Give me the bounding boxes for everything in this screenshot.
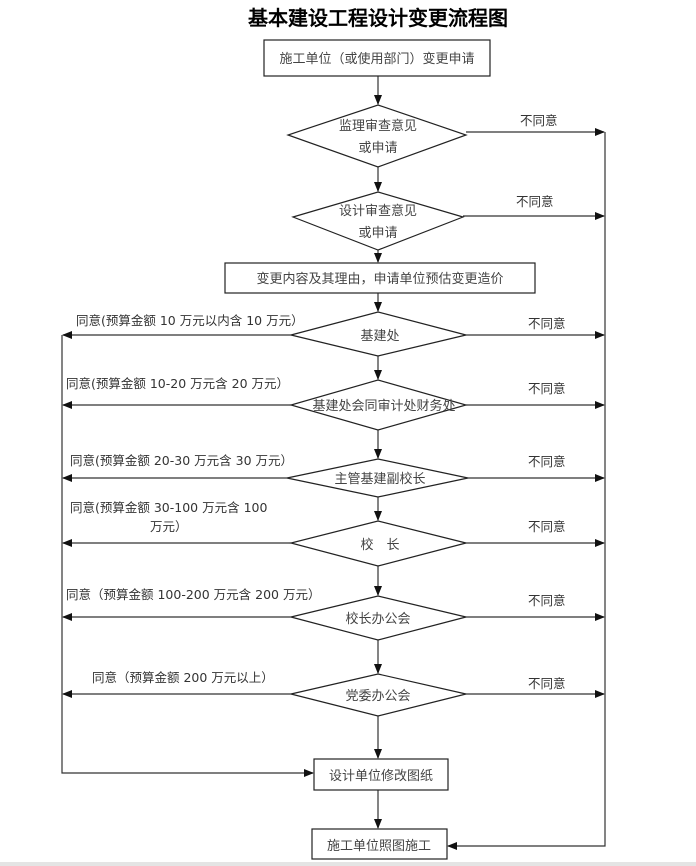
label-disagree-5: 不同意 xyxy=(528,454,566,469)
node-label: 变更内容及其理由，申请单位预估变更造价 xyxy=(256,271,503,287)
decision-diamond xyxy=(291,191,465,251)
node-infrastructure-office[interactable]: 基建处 xyxy=(290,311,467,357)
node-label: 校长办公会 xyxy=(345,611,410,627)
node-change-content[interactable]: 变更内容及其理由，申请单位预估变更造价 xyxy=(224,262,536,294)
node-president[interactable]: 校 长 xyxy=(288,520,467,567)
node-construction[interactable]: 施工单位照图施工 xyxy=(311,828,448,860)
decision-diamond xyxy=(286,104,468,168)
decision-diamond xyxy=(288,379,469,431)
process-box xyxy=(313,758,449,791)
bottom-edge xyxy=(0,862,696,866)
connectors xyxy=(61,76,606,850)
right-rail-to-construction xyxy=(447,132,606,850)
node-design-review[interactable]: 设计审查意见 或申请 xyxy=(291,191,465,251)
label-disagree-6: 不同意 xyxy=(528,519,566,534)
node-label: 基建处会同审计处财务处 xyxy=(312,398,455,414)
label-agree-200-plus: 同意（预算金额 200 万元以上） xyxy=(92,670,274,685)
node-label: 设计单位修改图纸 xyxy=(329,769,433,784)
node-label: 施工单位（或使用部门）变更申请 xyxy=(279,51,474,67)
edge-labels: 不同意 不同意 不同意 不同意 不同意 不同意 不同意 不同意 同意(预算金额 … xyxy=(66,113,566,691)
label-disagree-8: 不同意 xyxy=(528,676,566,691)
label-agree-30-100-line1: 同意(预算金额 30-100 万元含 100 xyxy=(70,500,267,515)
decision-diamond xyxy=(290,673,467,717)
label-disagree-2: 不同意 xyxy=(516,194,554,209)
label-disagree-1: 不同意 xyxy=(520,113,558,128)
decision-diamond xyxy=(290,311,467,357)
label-disagree-4: 不同意 xyxy=(528,381,566,396)
node-party-committee-meeting[interactable]: 党委办公会 xyxy=(290,673,467,717)
node-label: 校 长 xyxy=(360,537,399,553)
node-label: 主管基建副校长 xyxy=(334,471,425,487)
process-box xyxy=(311,828,448,860)
label-agree-10: 同意(预算金额 10 万元以内含 10 万元） xyxy=(76,313,304,328)
page-title: 基本建设工程设计变更流程图 xyxy=(248,6,508,30)
label-agree-10-20: 同意(预算金额 10-20 万元含 20 万元） xyxy=(66,376,289,391)
decision-diamond xyxy=(288,520,467,567)
node-design-revision[interactable]: 设计单位修改图纸 xyxy=(313,758,449,791)
process-box xyxy=(263,39,491,77)
node-label-line2: 或申请 xyxy=(358,141,397,156)
node-label: 施工单位照图施工 xyxy=(327,839,431,854)
node-joint-review[interactable]: 基建处会同审计处财务处 xyxy=(288,379,469,431)
node-supervisor-review[interactable]: 监理审查意见 或申请 xyxy=(286,104,468,168)
node-start[interactable]: 施工单位（或使用部门）变更申请 xyxy=(263,39,491,77)
label-agree-20-30: 同意(预算金额 20-30 万元含 30 万元） xyxy=(70,453,293,468)
label-agree-100-200: 同意（预算金额 100-200 万元含 200 万元） xyxy=(66,587,320,602)
left-rail-to-revision xyxy=(61,335,314,777)
label-agree-30-100-line2: 万元） xyxy=(150,519,188,534)
label-disagree-3: 不同意 xyxy=(528,316,566,331)
label-disagree-7: 不同意 xyxy=(528,593,566,608)
node-vice-president[interactable]: 主管基建副校长 xyxy=(286,458,469,498)
node-label-line2: 或申请 xyxy=(358,226,397,241)
node-label: 基建处 xyxy=(360,329,399,344)
process-box xyxy=(224,262,536,294)
decision-diamond xyxy=(290,595,467,641)
node-label-line1: 设计审查意见 xyxy=(339,203,417,219)
node-president-office-meeting[interactable]: 校长办公会 xyxy=(290,595,467,641)
node-label-line1: 监理审查意见 xyxy=(339,118,417,134)
decision-diamond xyxy=(286,458,469,498)
node-label: 党委办公会 xyxy=(345,689,410,704)
